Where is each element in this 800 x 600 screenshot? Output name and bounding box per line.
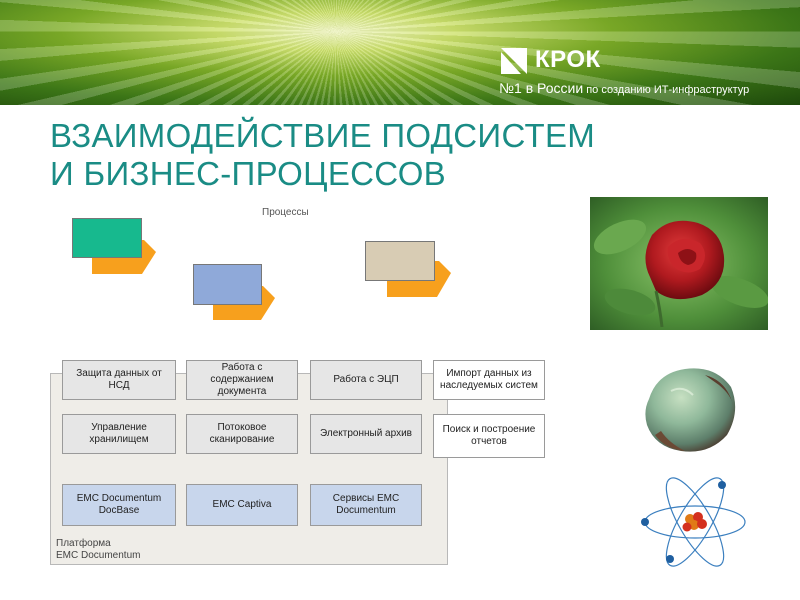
header-banner: КРОК №1 в России по созданию ИТ-инфрастр… xyxy=(0,0,800,105)
subsystem-box: Электронный архив xyxy=(310,414,422,454)
title-line-2: И БИЗНЕС-ПРОЦЕССОВ xyxy=(50,155,446,192)
slide-title: ВЗАИМОДЕЙСТВИЕ ПОДСИСТЕМ И БИЗНЕС-ПРОЦЕС… xyxy=(50,117,750,193)
platform-label-line-2: EMC Documentum xyxy=(56,550,141,561)
product-box: EMC Captiva xyxy=(186,484,298,526)
tagline-lead: №1 в России xyxy=(499,80,584,96)
product-box: EMC Documentum DocBase xyxy=(62,484,176,526)
process-shape-1 xyxy=(72,218,158,274)
logo-tagline: №1 в России по созданию ИТ-инфраструктур xyxy=(499,80,749,96)
subsystem-box: Работа с ЭЦП xyxy=(310,360,422,400)
mineral-icon xyxy=(635,355,743,463)
platform-label: Платформа EMC Documentum xyxy=(56,538,140,562)
subsystem-box: Управление хранилищем xyxy=(62,414,176,454)
krok-logo: КРОК №1 в России по созданию ИТ-инфрастр… xyxy=(497,42,787,102)
process-shape-2 xyxy=(193,264,279,320)
process-2-box xyxy=(193,264,262,305)
platform-label-line-1: Платформа xyxy=(56,538,111,549)
process-shape-3 xyxy=(365,241,455,297)
subsystem-box: Поиск и построение отчетов xyxy=(433,414,545,458)
subsystem-box: Импорт данных из наследуемых систем xyxy=(433,360,545,400)
rose-icon xyxy=(590,197,768,330)
krok-logo-icon xyxy=(501,48,527,74)
processes-label: Процессы xyxy=(262,207,309,218)
title-line-1: ВЗАИМОДЕЙСТВИЕ ПОДСИСТЕМ xyxy=(50,117,596,154)
subsystem-box: Работа с содержанием документа xyxy=(186,360,298,400)
process-3-box xyxy=(365,241,435,281)
platform-container xyxy=(50,373,448,565)
subsystem-box: Защита данных от НСД xyxy=(62,360,176,400)
subsystem-box: Потоковое сканирование xyxy=(186,414,298,454)
tagline-rest: по созданию ИТ-инфраструктур xyxy=(583,84,750,96)
atom-icon xyxy=(640,477,750,567)
logo-name: КРОК xyxy=(535,46,601,73)
banner-rays xyxy=(0,0,800,105)
product-box: Сервисы EMC Documentum xyxy=(310,484,422,526)
process-1-box xyxy=(72,218,142,258)
